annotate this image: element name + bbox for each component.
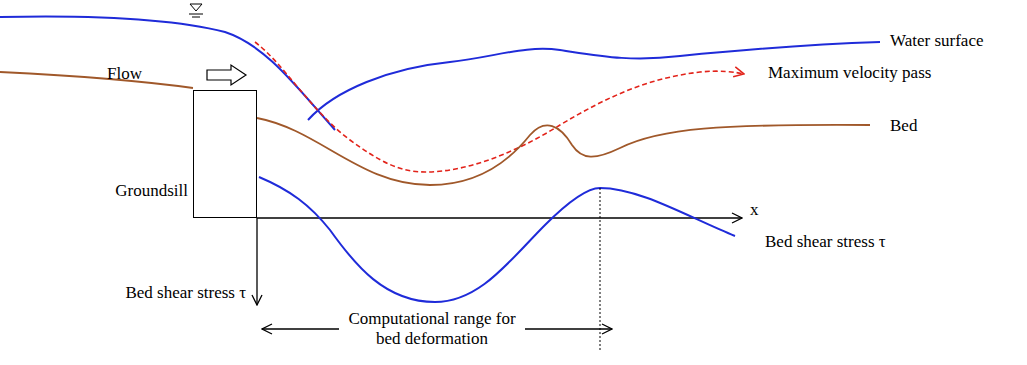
bed-line — [0, 72, 193, 88]
flow-arrow — [207, 65, 246, 85]
shear-stress-axis — [256, 218, 257, 305]
axis-label: Bed shear stress τ — [125, 283, 246, 303]
flow-label: Flow — [107, 64, 142, 84]
water-surface-label: Water surface — [890, 31, 983, 51]
range-end-line — [600, 188, 601, 352]
axis-label: x — [750, 200, 759, 220]
bed-line — [257, 118, 870, 185]
shear-stress-curve — [259, 177, 735, 302]
axis-label: Bed shear stress τ — [765, 232, 886, 252]
groundsill-box: Groundsill — [193, 90, 257, 218]
bed-label: Bed — [890, 116, 917, 136]
x-axis — [257, 217, 742, 218]
range-label: Computational range for bed deformation — [339, 309, 525, 350]
max-velocity-path — [255, 42, 744, 172]
max-velocity-label: Maximum velocity pass — [768, 63, 931, 83]
water-level-symbol — [189, 4, 203, 17]
part-name: Groundsill — [115, 181, 188, 201]
water-surface-line — [0, 16, 335, 130]
